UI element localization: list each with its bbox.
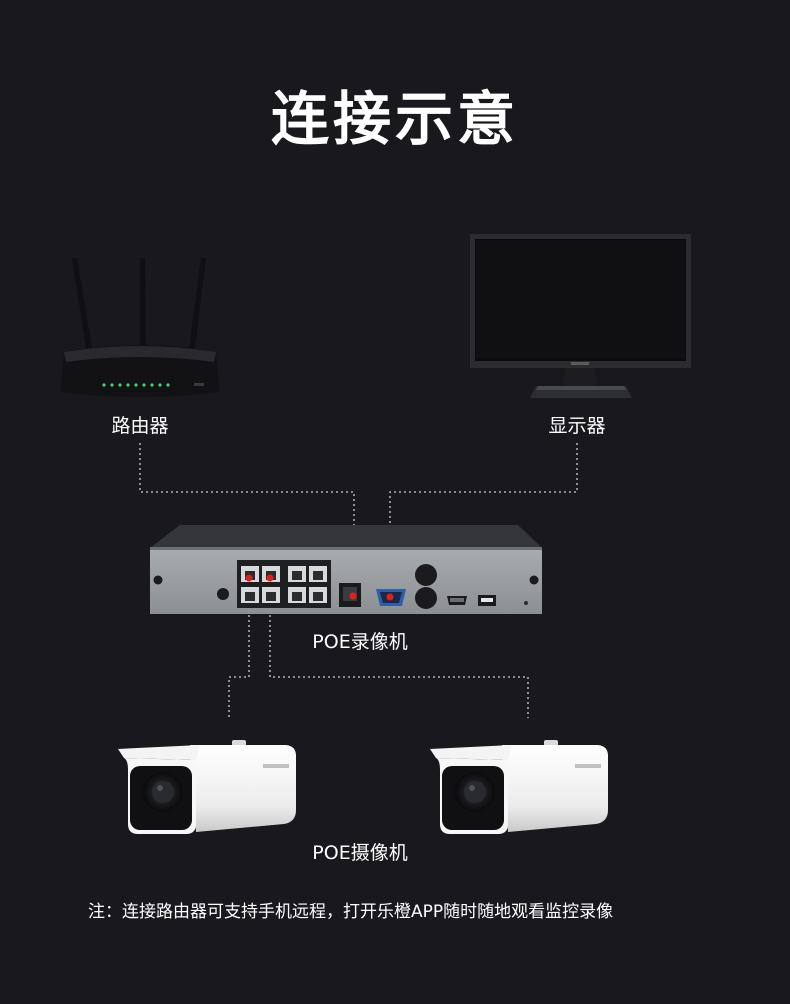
camera-right-icon [430, 740, 608, 834]
monitor-label: 显示器 [548, 415, 606, 437]
router-icon [60, 258, 220, 397]
camera-left-icon [118, 740, 296, 834]
page-title: 连接示意 [270, 85, 519, 153]
monitor-icon [470, 234, 691, 398]
nvr-icon [150, 525, 542, 614]
footnote: 注：连接路由器可支持手机远程，打开乐橙APP随时随地观看监控录像 [88, 902, 614, 922]
camera-label: POE摄像机 [312, 842, 408, 864]
router-label: 路由器 [111, 415, 169, 437]
nvr-label: POE录像机 [312, 631, 408, 653]
